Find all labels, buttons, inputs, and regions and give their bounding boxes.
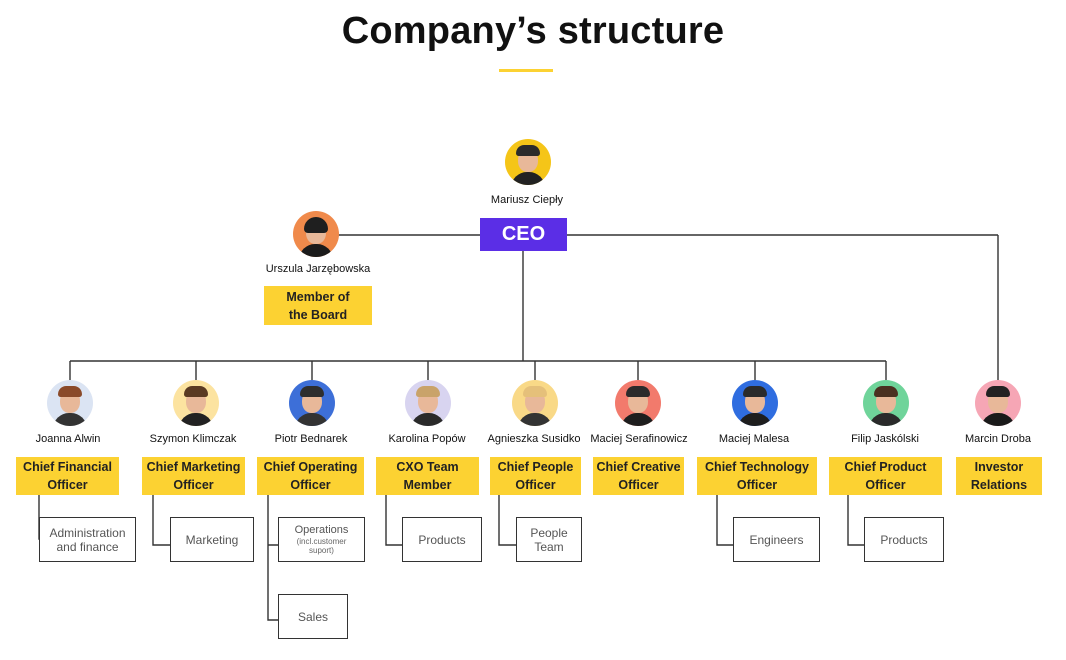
page-title: Company’s structure xyxy=(341,10,725,52)
title-underline xyxy=(499,69,553,72)
ceo-avatar xyxy=(505,139,551,185)
exec-avatar-szymon xyxy=(173,380,219,426)
dept-box: Engineers xyxy=(733,517,820,562)
exec-name: Agnieszka Susidko xyxy=(487,433,581,445)
exec-role-box: CXO Team Member xyxy=(376,457,479,495)
exec-avatar-karolina xyxy=(405,380,451,426)
exec-avatar-marcin xyxy=(975,380,1021,426)
exec-name: Maciej Serafinowicz xyxy=(590,433,688,445)
exec-name: Szymon Klimczak xyxy=(149,433,237,445)
exec-name: Marcin Droba xyxy=(964,433,1032,445)
dept-box: Administration and finance xyxy=(39,517,136,562)
exec-avatar-maciej-s xyxy=(615,380,661,426)
board-avatar xyxy=(293,211,339,257)
exec-role-box: Chief Financial Officer xyxy=(16,457,119,495)
dept-label: Operations xyxy=(294,524,349,536)
exec-avatar-maciej-m xyxy=(732,380,778,426)
dept-box-operations: Operations (incl.customer suport) xyxy=(278,517,365,562)
dept-box: People Team xyxy=(516,517,582,562)
exec-role-box: Chief Product Officer xyxy=(829,457,942,495)
ceo-name: Mariusz Ciepły xyxy=(490,194,564,206)
exec-avatar-joanna xyxy=(47,380,93,426)
dept-note: (incl.customer suport) xyxy=(296,537,347,555)
exec-name: Karolina Popów xyxy=(388,433,466,445)
exec-name: Maciej Malesa xyxy=(718,433,790,445)
exec-name: Joanna Alwin xyxy=(35,433,101,445)
exec-role-box: Chief Technology Officer xyxy=(697,457,817,495)
dept-box: Products xyxy=(402,517,482,562)
exec-name: Filip Jaskólski xyxy=(851,433,919,445)
exec-role-box: Investor Relations xyxy=(956,457,1042,495)
dept-box: Products xyxy=(864,517,944,562)
board-name: Urszula Jarzębowska xyxy=(265,263,371,275)
dept-box: Marketing xyxy=(170,517,254,562)
exec-avatar-agnieszka xyxy=(512,380,558,426)
exec-role-box: Chief Marketing Officer xyxy=(142,457,245,495)
ceo-box: CEO xyxy=(480,218,567,251)
exec-avatar-filip xyxy=(863,380,909,426)
dept-box: Sales xyxy=(278,594,348,639)
exec-avatar-piotr xyxy=(289,380,335,426)
board-role-box: Member of the Board xyxy=(264,286,372,325)
exec-name: Piotr Bednarek xyxy=(274,433,348,445)
exec-role-box: Chief People Officer xyxy=(490,457,581,495)
exec-role-box: Chief Operating Officer xyxy=(257,457,364,495)
exec-role-box: Chief Creative Officer xyxy=(593,457,684,495)
